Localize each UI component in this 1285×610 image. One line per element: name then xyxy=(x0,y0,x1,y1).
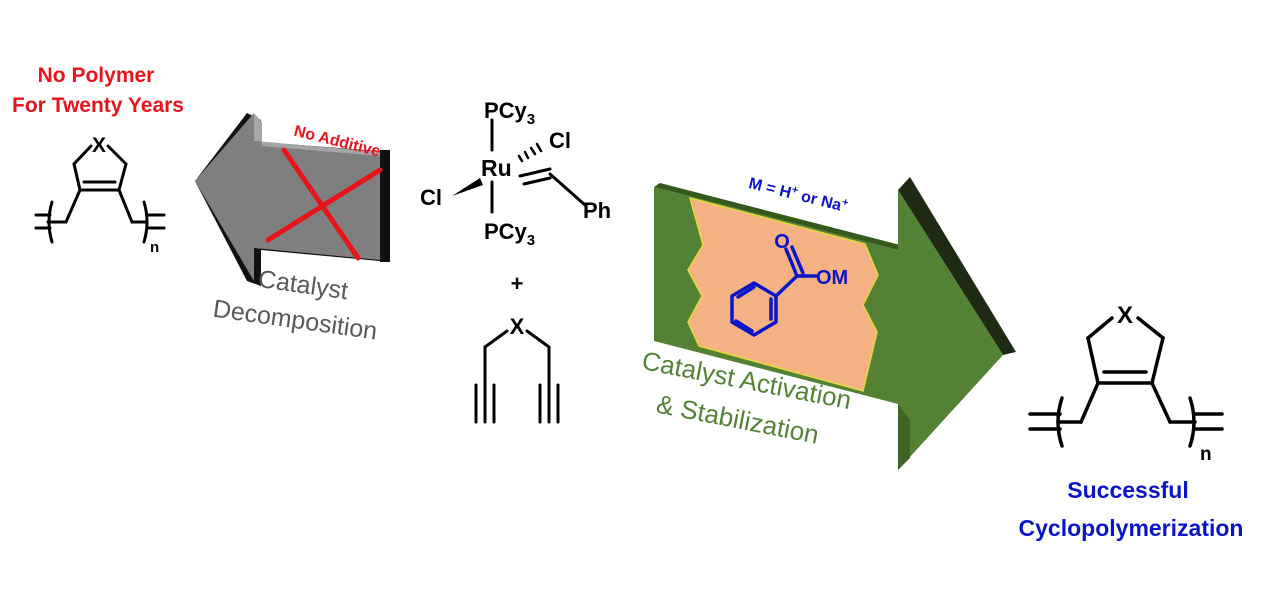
large-ring-atom-x: X xyxy=(1117,302,1133,329)
small-ring-atom-x: X xyxy=(92,134,106,157)
carbonyl-oxygen-label: O xyxy=(774,231,790,253)
decomposition-caption-line1: Catalyst xyxy=(256,265,349,305)
large-subscript-n: n xyxy=(1200,444,1212,465)
success-caption-line1: Successful xyxy=(1067,477,1188,503)
decomposition-caption-line2: Decomposition xyxy=(211,295,379,346)
diyne-monomer-structure xyxy=(474,329,560,424)
pcy3-top-label: PCy3 xyxy=(484,98,535,128)
ruthenium-label: Ru xyxy=(481,155,512,181)
chloride-left-label: Cl xyxy=(420,185,442,210)
decomposition-arrow xyxy=(195,113,390,286)
small-polymer-structure xyxy=(34,144,166,244)
pcy3-bottom-label: PCy3 xyxy=(484,219,535,249)
success-caption-line2: Cyclopolymerization xyxy=(1019,515,1244,541)
no-polymer-caption-line2: For Twenty Years xyxy=(12,94,184,117)
small-subscript-n: n xyxy=(150,239,159,256)
large-polymer-structure xyxy=(1028,316,1224,448)
monomer-atom-x: X xyxy=(510,314,525,339)
no-polymer-caption-line1: No Polymer xyxy=(38,64,155,87)
no-additive-cross xyxy=(265,147,383,261)
phenyl-label: Ph xyxy=(583,198,611,223)
chloride-top-label: Cl xyxy=(549,128,571,153)
om-label: OM xyxy=(816,267,848,289)
grubbs-catalyst-structure: PCy3 PCy3 Ru Cl Cl Ph xyxy=(420,98,611,249)
additive-panel xyxy=(687,196,879,392)
plus-sign: + xyxy=(511,271,524,296)
benzoate-structure xyxy=(730,245,818,337)
